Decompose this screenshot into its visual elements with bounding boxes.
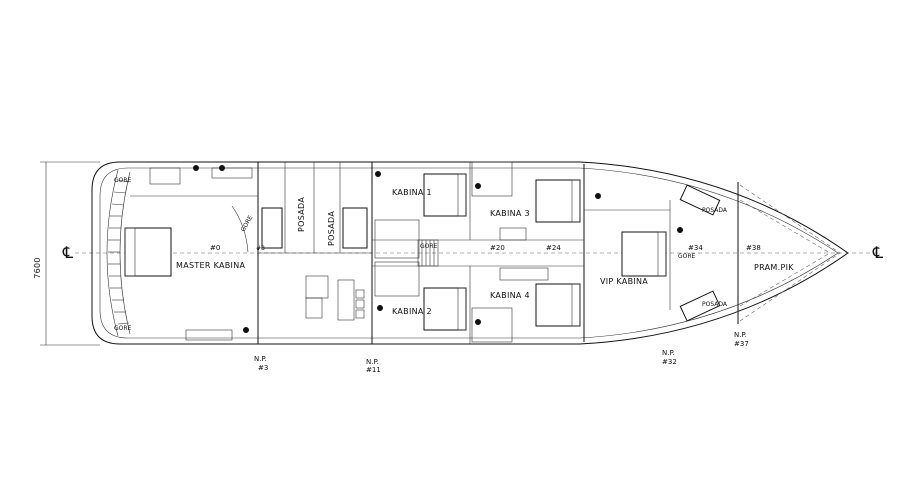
bulkhead-frame-37: #37 <box>734 340 749 348</box>
centerline: ℄ ℄ <box>62 243 884 262</box>
tag-gore-top: GORE <box>114 177 132 184</box>
room-labels: MASTER KABINA KABINA 1 KABINA 2 KABINA 3… <box>176 188 794 316</box>
bulkhead-frame-32: #32 <box>662 358 677 366</box>
master-bed <box>124 227 172 277</box>
frame-markers: #0 #20 #24 #34 #38 <box>210 244 761 252</box>
bulkhead-labels: N.P. #3 N.P. #11 N.P. #32 N.P. #37 <box>254 331 749 374</box>
centerline-symbol-aft: ℄ <box>62 243 74 262</box>
cabin1-bed <box>423 173 467 217</box>
frame-0: #0 <box>210 244 220 252</box>
forepeak-bunk-lower <box>679 290 721 322</box>
bulkhead-frame-3: #3 <box>258 364 268 372</box>
cabin4-bed <box>535 283 581 327</box>
tag-gore-mid: GORE <box>420 243 438 250</box>
room-label-cabin4: KABINA 4 <box>490 291 530 300</box>
room-label-crew-lower: POSADA <box>702 301 728 308</box>
room-label-forepeak: PRAM.PIK <box>754 263 794 272</box>
bulkhead-np-11: N.P. <box>366 358 379 366</box>
stairs <box>185 161 549 343</box>
tag-gore-vip: GORE <box>678 253 696 260</box>
bulkhead-np-37: N.P. <box>734 331 747 339</box>
centerline-symbol-fwd: ℄ <box>872 243 884 262</box>
room-label-cabin1: KABINA 1 <box>392 188 432 197</box>
room-label-vip: VIP KABINA <box>600 277 648 286</box>
tag-frame-mid: #8 <box>256 245 265 252</box>
lounge-furniture <box>149 167 365 321</box>
room-label-crew-vertical-a: POSADA <box>297 197 306 232</box>
beam-dimension: 7600 <box>33 161 100 346</box>
room-label-crew-vertical-b: POSADA <box>327 211 336 246</box>
hull-outline <box>91 161 849 345</box>
bulkhead-frame-11: #11 <box>366 366 381 374</box>
cabin3-bed <box>535 179 581 223</box>
room-label-crew-upper: POSADA <box>702 207 728 214</box>
beds <box>124 173 721 331</box>
room-label-cabin3: KABINA 3 <box>490 209 530 218</box>
forepeak-bunk-upper <box>679 184 721 216</box>
frame-20: #20 <box>490 244 505 252</box>
vip-bed <box>621 231 667 277</box>
cabin2-bed <box>423 287 467 331</box>
beam-dimension-label: 7600 <box>33 257 42 279</box>
partitions <box>130 162 739 344</box>
bulkhead-np-32: N.P. <box>662 349 675 357</box>
frame-38: #38 <box>746 244 761 252</box>
bulkhead-np-3: N.P. <box>254 355 267 363</box>
tag-gore-bottom: GORE <box>114 325 132 332</box>
frame-24: #24 <box>546 244 561 252</box>
tag-gore-stair: GORE <box>240 214 255 233</box>
room-label-master: MASTER KABINA <box>176 261 246 270</box>
fixtures <box>193 165 683 333</box>
frame-34: #34 <box>688 244 703 252</box>
room-label-cabin2: KABINA 2 <box>392 307 432 316</box>
